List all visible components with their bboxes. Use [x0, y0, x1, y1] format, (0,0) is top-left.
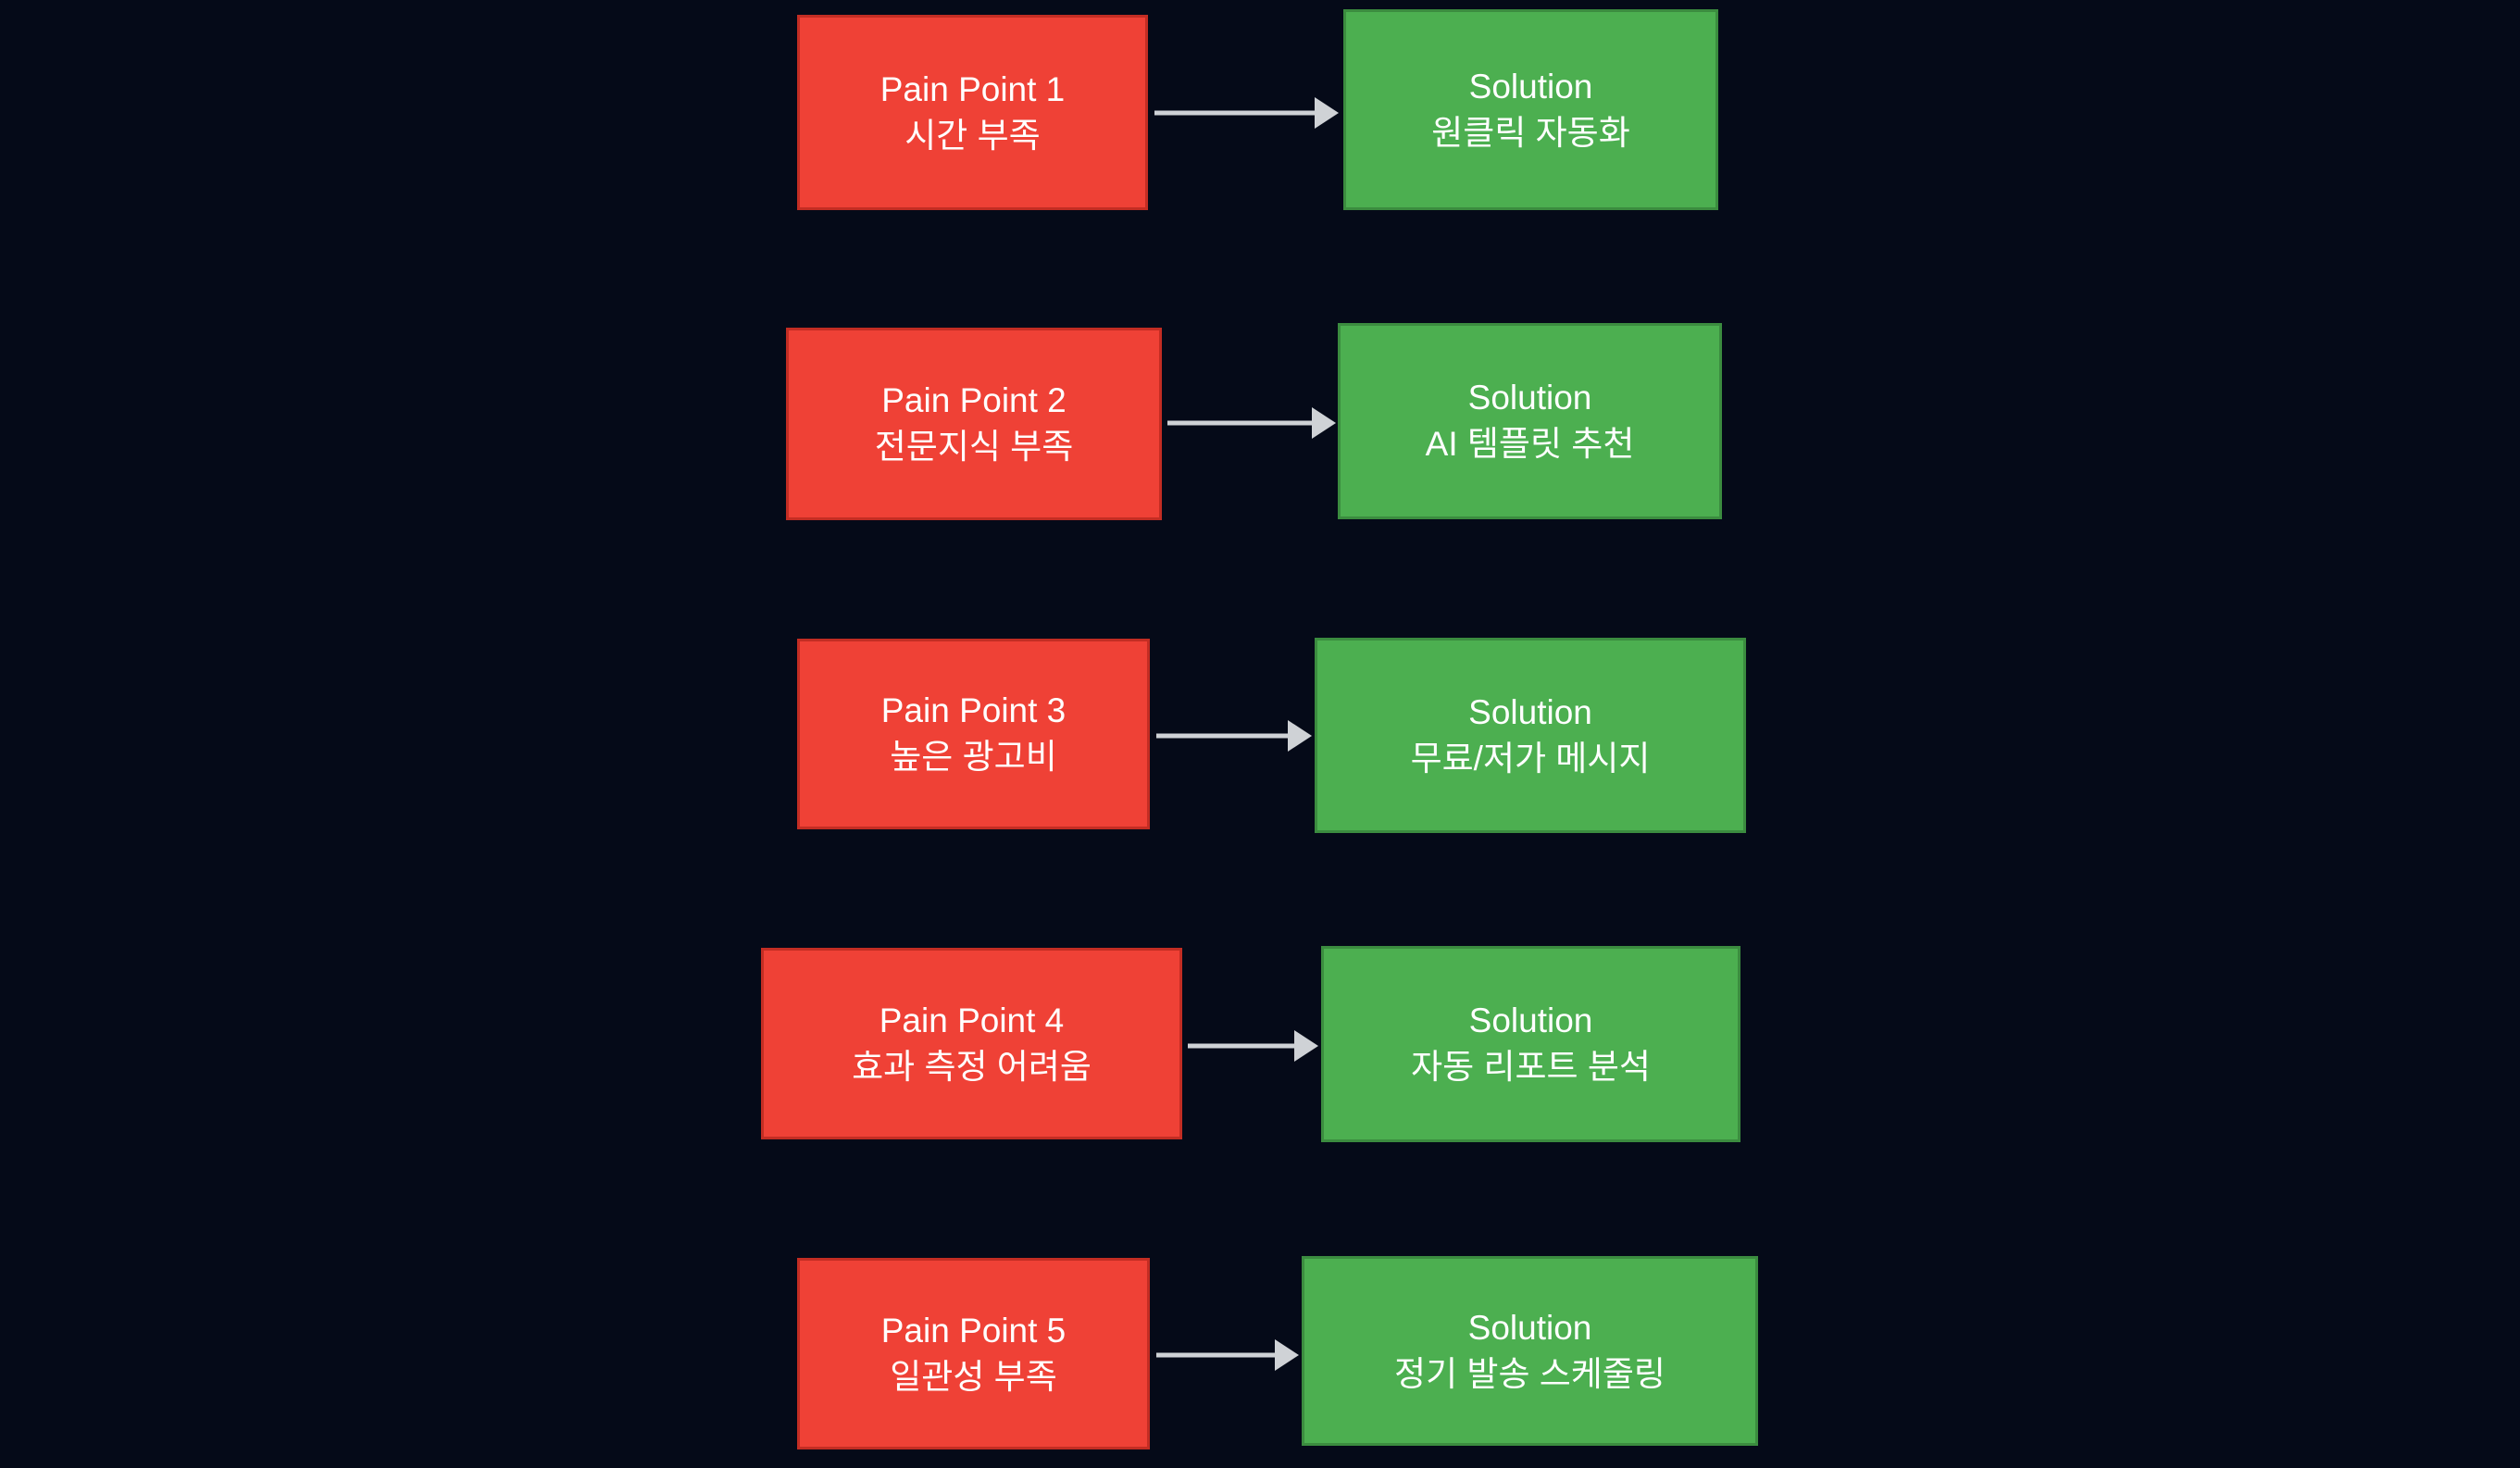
solution-node-1[interactable]: Solution 원클릭 자동화: [1343, 9, 1718, 210]
pain-point-detail-5: 일관성 부족: [890, 1357, 1057, 1396]
solution-title-5: Solution: [1467, 1308, 1592, 1347]
pain-point-detail-3: 높은 광고비: [890, 738, 1057, 776]
pain-point-node-1[interactable]: Pain Point 1 시간 부족: [797, 15, 1148, 210]
arrow-head-icon-4: [1294, 1030, 1318, 1062]
pain-point-title-3: Pain Point 3: [880, 691, 1067, 730]
arrow-shaft-5: [1156, 1352, 1277, 1358]
solution-node-4[interactable]: Solution 자동 리포트 분석: [1321, 946, 1740, 1142]
arrow-shaft-3: [1156, 733, 1290, 739]
pain-point-detail-1: 시간 부족: [904, 116, 1041, 155]
solution-node-3[interactable]: Solution 무료/저가 메시지: [1315, 638, 1746, 833]
pain-point-node-4[interactable]: Pain Point 4 효과 측정 어려움: [761, 948, 1182, 1139]
solution-detail-2: AI 템플릿 추천: [1425, 425, 1635, 463]
pain-point-detail-4: 효과 측정 어려움: [852, 1047, 1092, 1086]
pain-point-title-4: Pain Point 4: [879, 1001, 1065, 1039]
arrow-shaft-4: [1188, 1043, 1296, 1049]
pain-point-node-2[interactable]: Pain Point 2 전문지식 부족: [786, 328, 1162, 520]
pain-point-detail-2: 전문지식 부족: [874, 428, 1074, 466]
pain-point-title-5: Pain Point 5: [880, 1311, 1067, 1350]
arrow-head-icon-2: [1312, 407, 1336, 439]
solution-detail-5: 정기 발송 스케줄링: [1394, 1354, 1665, 1393]
arrow-shaft-2: [1167, 420, 1314, 426]
pain-point-node-3[interactable]: Pain Point 3 높은 광고비: [797, 639, 1150, 829]
pain-point-title-2: Pain Point 2: [881, 381, 1067, 420]
arrow-head-icon-1: [1315, 97, 1339, 129]
solution-detail-3: 무료/저가 메시지: [1410, 739, 1651, 778]
arrow-shaft-1: [1154, 110, 1316, 116]
solution-title-2: Solution: [1467, 379, 1592, 417]
solution-node-5[interactable]: Solution 정기 발송 스케줄링: [1302, 1256, 1758, 1446]
solution-detail-1: 원클릭 자동화: [1431, 113, 1630, 152]
solution-detail-4: 자동 리포트 분석: [1411, 1048, 1651, 1086]
arrow-head-icon-3: [1288, 720, 1312, 752]
solution-title-3: Solution: [1468, 692, 1592, 731]
solution-node-2[interactable]: Solution AI 템플릿 추천: [1338, 323, 1722, 519]
pain-point-node-5[interactable]: Pain Point 5 일관성 부족: [797, 1258, 1150, 1449]
pain-point-title-1: Pain Point 1: [880, 69, 1066, 108]
arrow-head-icon-5: [1275, 1339, 1299, 1371]
solution-title-4: Solution: [1468, 1001, 1593, 1040]
solution-title-1: Solution: [1468, 67, 1593, 106]
